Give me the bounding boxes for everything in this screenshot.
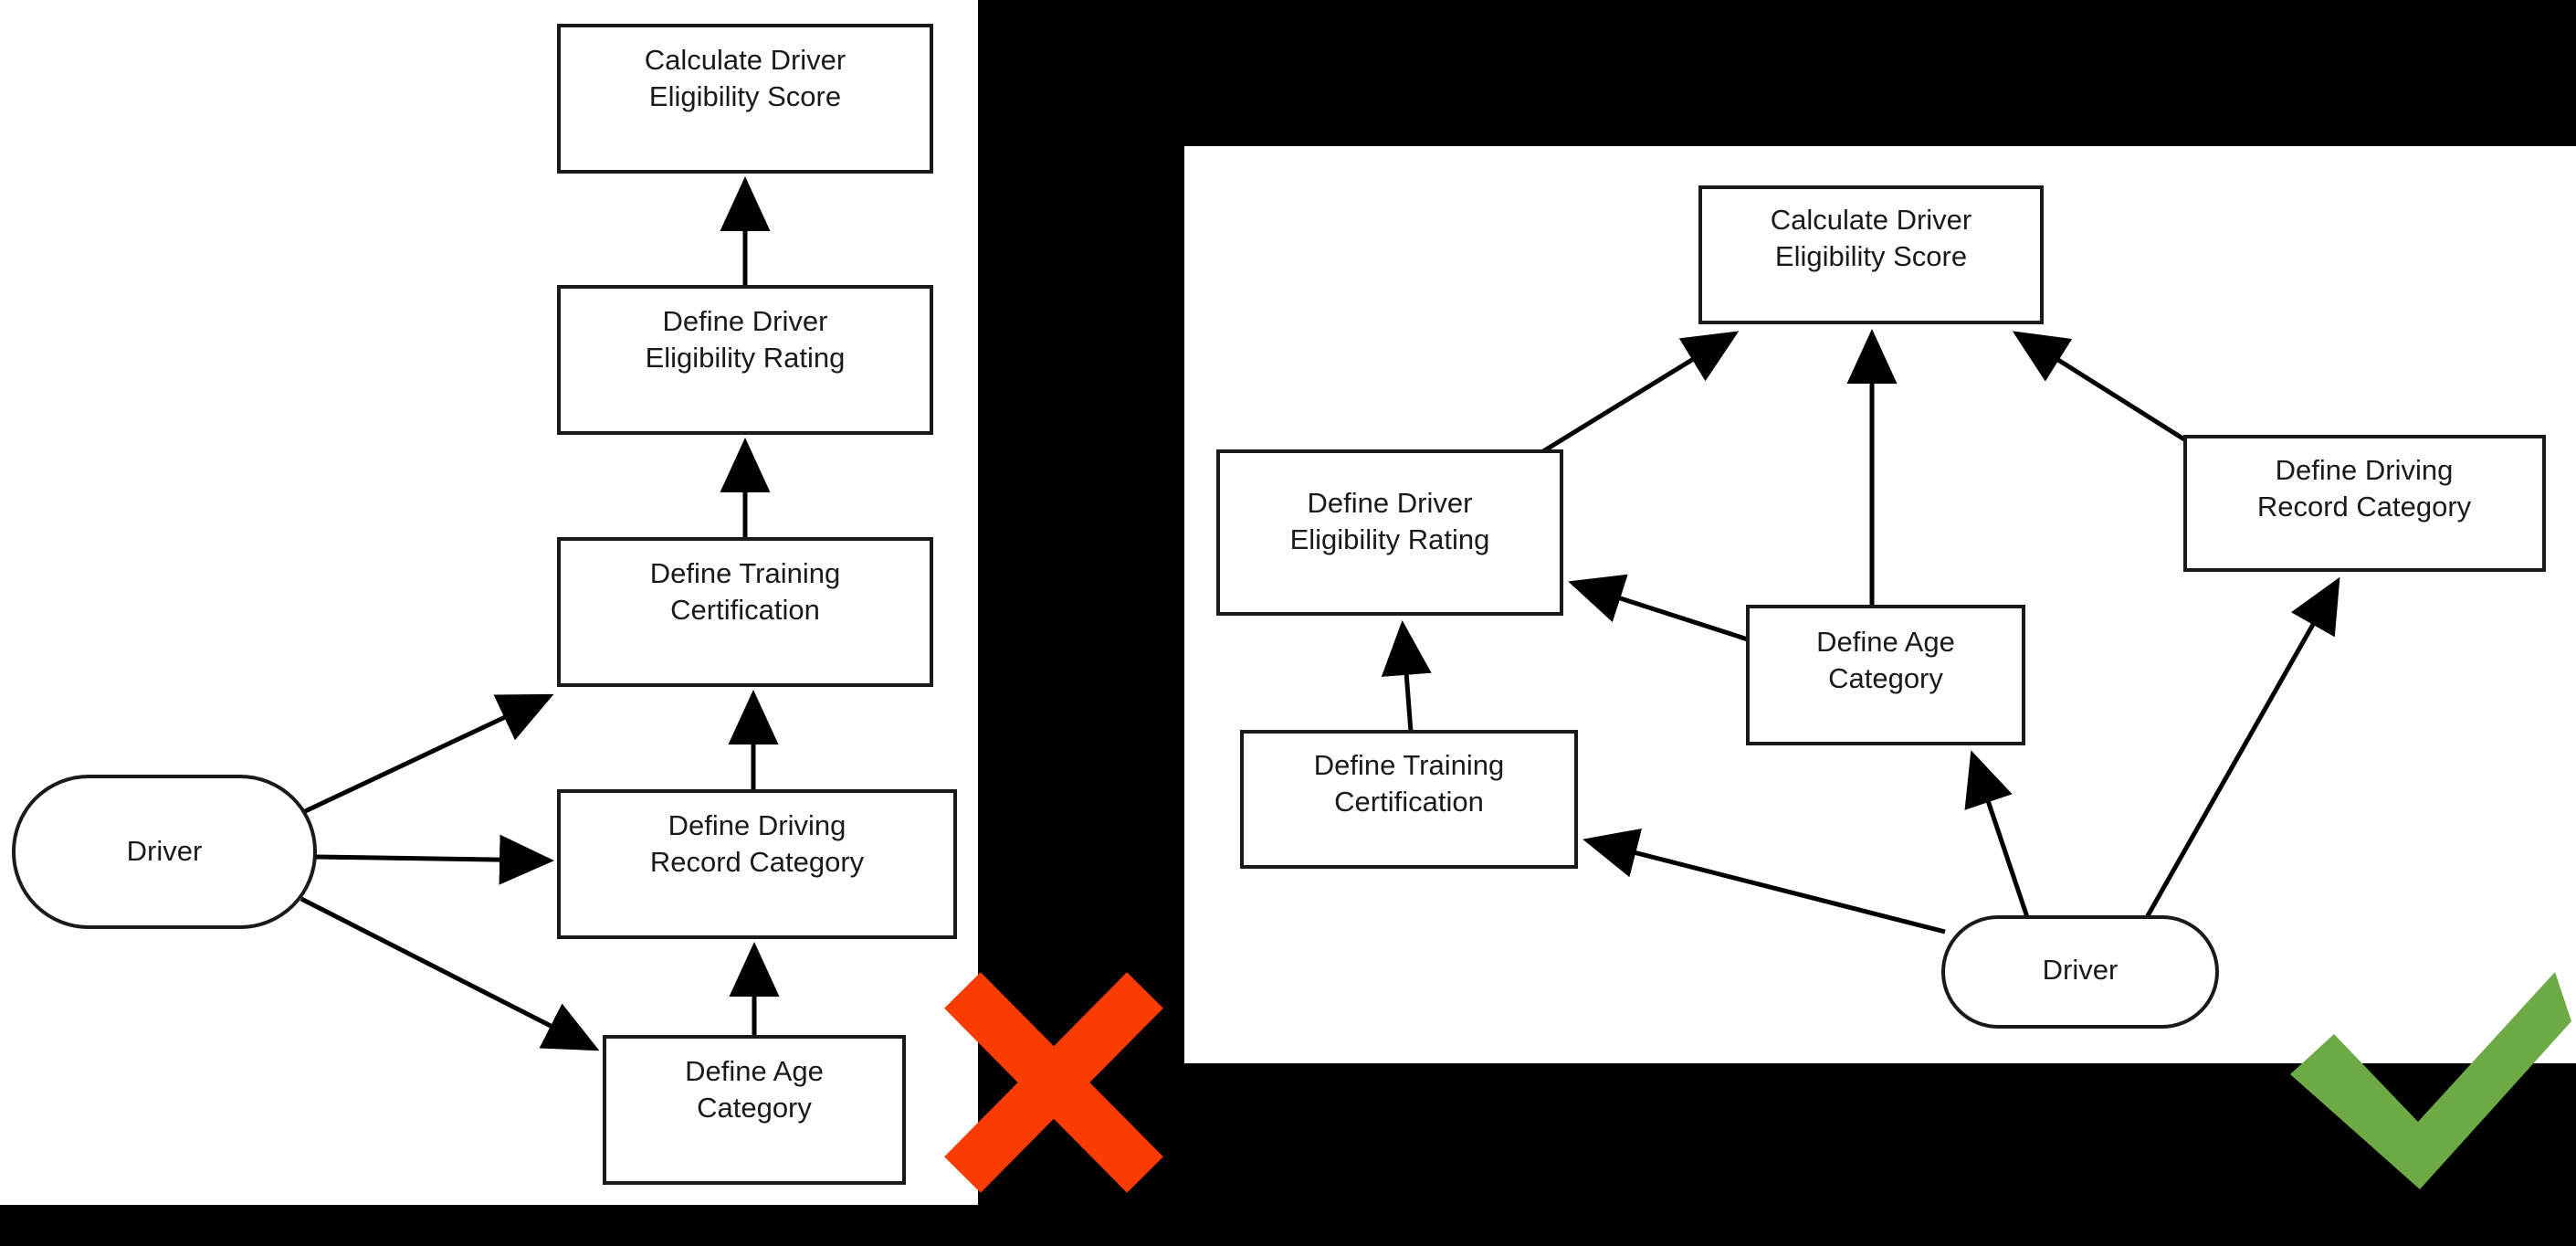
node-label-driver: Driver — [2043, 954, 2119, 986]
edge-age-to-rating — [1568, 574, 1749, 642]
node-group: Calculate Driver Eligibility Score Defin… — [1216, 185, 2546, 1029]
node-label-line2: Category — [1828, 662, 1943, 694]
node-label-line2: Eligibility Rating — [1290, 523, 1490, 555]
node-label-line2: Eligibility Score — [1775, 240, 1967, 272]
accepted-diagram-panel: Calculate Driver Eligibility Score Defin… — [1184, 146, 2576, 1063]
node-label-line1: Calculate Driver — [645, 44, 846, 76]
node-define-driving-record-category[interactable]: Define Driving Record Category — [557, 789, 957, 939]
edge-training-to-rating — [1381, 620, 1432, 733]
node-driver[interactable]: Driver — [1941, 915, 2219, 1029]
node-label-line1: Define Age — [685, 1055, 824, 1087]
node-define-driving-record-category[interactable]: Define Driving Record Category — [2183, 435, 2546, 572]
node-label-line2: Eligibility Rating — [646, 342, 846, 374]
node-define-training-certification[interactable]: Define Training Certification — [1240, 730, 1578, 869]
node-calculate-driver-eligibility-score[interactable]: Calculate Driver Eligibility Score — [1698, 185, 2044, 324]
edge-driver-to-training — [1582, 828, 1946, 934]
rejected-diagram-canvas: Calculate Driver Eligibility Score Defin… — [12, 24, 957, 1185]
node-define-training-certification[interactable]: Define Training Certification — [557, 537, 933, 687]
edge-driver-to-record — [2143, 576, 2340, 921]
node-define-age-category[interactable]: Define Age Category — [1746, 605, 2025, 745]
edge-driver-to-training — [300, 693, 554, 816]
node-driver[interactable]: Driver — [12, 775, 317, 929]
x-icon — [944, 972, 1163, 1193]
node-label-driver: Driver — [127, 835, 203, 867]
node-label-line1: Define Driving — [668, 809, 846, 841]
node-group: Calculate Driver Eligibility Score Defin… — [12, 24, 957, 1185]
edge-group — [300, 176, 780, 1051]
node-label-line1: Define Training — [650, 557, 841, 589]
edge-driver-to-age — [300, 896, 600, 1051]
edge-record-to-calc — [2012, 331, 2193, 447]
node-define-age-category[interactable]: Define Age Category — [603, 1035, 906, 1185]
node-label-line2: Category — [697, 1092, 812, 1124]
node-label-line1: Define Driving — [2276, 454, 2454, 486]
node-calculate-driver-eligibility-score[interactable]: Calculate Driver Eligibility Score — [557, 24, 933, 174]
node-label-line2: Eligibility Score — [649, 80, 841, 112]
node-label-line2: Certification — [670, 594, 820, 626]
node-label-line2: Record Category — [650, 846, 865, 878]
node-label-line2: Certification — [1334, 786, 1484, 818]
rejected-diagram-panel: Calculate Driver Eligibility Score Defin… — [0, 0, 978, 1205]
edge-driver-to-age — [1964, 750, 2030, 918]
node-label-line1: Define Age — [1816, 626, 1955, 658]
edge-rating-to-calc — [1541, 331, 1740, 454]
node-label-line1: Define Driver — [1308, 487, 1473, 519]
node-label-line1: Define Driver — [663, 305, 828, 337]
accepted-diagram-canvas: Calculate Driver Eligibility Score Defin… — [1216, 185, 2546, 1029]
node-label-line2: Record Category — [2257, 491, 2472, 523]
edge-group — [1381, 329, 2340, 934]
edge-driver-to-record — [315, 834, 554, 885]
node-define-driver-eligibility-rating[interactable]: Define Driver Eligibility Rating — [557, 285, 933, 435]
node-define-driver-eligibility-rating[interactable]: Define Driver Eligibility Rating — [1216, 449, 1563, 616]
node-label-line1: Calculate Driver — [1771, 204, 1972, 236]
node-label-line1: Define Training — [1314, 749, 1505, 781]
